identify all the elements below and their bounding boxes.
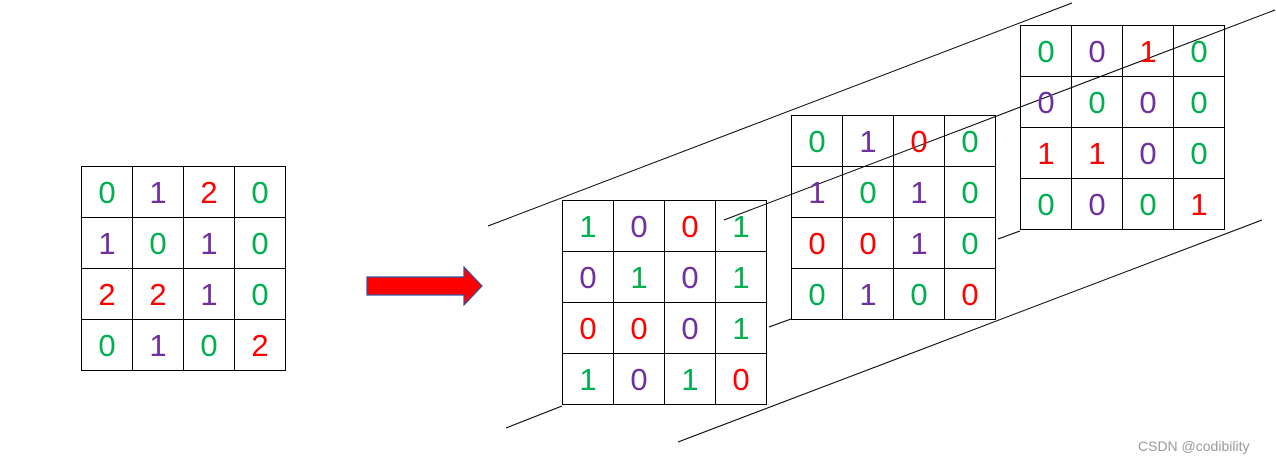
channel-matrix-2-cell-r1c1: 0 <box>1072 77 1123 128</box>
input-matrix-cell-r0c2: 2 <box>184 167 235 218</box>
input-matrix-cell-r2c1: 2 <box>133 269 184 320</box>
channel-matrix-0-cell-r2c1: 0 <box>614 303 665 354</box>
input-matrix-cell-r1c1: 0 <box>133 218 184 269</box>
channel-matrix-1-cell-r1c0: 1 <box>792 167 843 218</box>
channel-matrix-2-cell-r3c0: 0 <box>1021 179 1072 230</box>
channel-matrix-0-cell-r2c3: 1 <box>716 303 767 354</box>
channel-matrix-1-cell-r2c1: 0 <box>843 218 894 269</box>
channel-matrix-0-cell-r0c3: 1 <box>716 201 767 252</box>
input-matrix-cell-r1c2: 1 <box>184 218 235 269</box>
channel-matrix-1-cell-r1c3: 0 <box>945 167 996 218</box>
input-matrix-cell-r2c0: 2 <box>82 269 133 320</box>
input-matrix-cell-r2c3: 0 <box>235 269 286 320</box>
channel-matrix-1-cell-r0c3: 0 <box>945 116 996 167</box>
channel-matrix-1-cell-r3c0: 0 <box>792 269 843 320</box>
channel-matrix-1-cell-r3c2: 0 <box>894 269 945 320</box>
channel-matrix-2-cell-r1c0: 0 <box>1021 77 1072 128</box>
channel-matrix-2-cell-r3c2: 0 <box>1123 179 1174 230</box>
channel-matrix-0-cell-r0c1: 0 <box>614 201 665 252</box>
input-matrix-cell-r3c0: 0 <box>82 320 133 371</box>
channel-matrix-0-cell-r2c0: 0 <box>563 303 614 354</box>
input-matrix-cell-r0c1: 1 <box>133 167 184 218</box>
channel-matrix-0-cell-r0c0: 1 <box>563 201 614 252</box>
channel-matrix-2-cell-r0c2: 1 <box>1123 26 1174 77</box>
perspective-line-bottom-inner-3 <box>997 230 1021 240</box>
channel-matrix-1-cell-r2c0: 0 <box>792 218 843 269</box>
channel-matrix-2-cell-r0c0: 0 <box>1021 26 1072 77</box>
channel-matrix-0-cell-r3c1: 0 <box>614 354 665 405</box>
channel-matrix-1-cell-r1c2: 1 <box>894 167 945 218</box>
channel-matrix-1-cell-r2c3: 0 <box>945 218 996 269</box>
channel-matrix-0-cell-r3c0: 1 <box>563 354 614 405</box>
channel-matrix-1-cell-r0c1: 1 <box>843 116 894 167</box>
channel-matrix-2-cell-r0c1: 0 <box>1072 26 1123 77</box>
input-matrix-cell-r1c0: 1 <box>82 218 133 269</box>
channel-matrix-1-cell-r3c3: 0 <box>945 269 996 320</box>
channel-matrix-0-cell-r2c2: 0 <box>665 303 716 354</box>
channel-matrix-0-cell-r1c3: 1 <box>716 252 767 303</box>
channel-matrix-2-cell-r2c2: 0 <box>1123 128 1174 179</box>
channel-matrix-2-cell-r1c3: 0 <box>1174 77 1225 128</box>
channel-matrix-0-cell-r0c2: 0 <box>665 201 716 252</box>
watermark: CSDN @codibility <box>1138 438 1250 454</box>
channel-matrix-2-cell-r2c3: 0 <box>1174 128 1225 179</box>
input-matrix-cell-r3c2: 0 <box>184 320 235 371</box>
perspective-line-bottom-inner-2 <box>768 318 792 328</box>
right-arrow-shape <box>366 266 483 306</box>
perspective-line-bottom-inner <box>505 405 563 429</box>
channel-matrix-2-cell-r0c3: 0 <box>1174 26 1225 77</box>
input-matrix-cell-r3c3: 2 <box>235 320 286 371</box>
channel-matrix-2-cell-r1c2: 0 <box>1123 77 1174 128</box>
channel-matrix-1-cell-r1c1: 0 <box>843 167 894 218</box>
channel-matrix-1-cell-r2c2: 1 <box>894 218 945 269</box>
input-matrix-cell-r0c3: 0 <box>235 167 286 218</box>
channel-matrix-2-cell-r3c3: 1 <box>1174 179 1225 230</box>
input-matrix-cell-r2c2: 1 <box>184 269 235 320</box>
channel-matrix-1-cell-r0c0: 0 <box>792 116 843 167</box>
channel-matrix-0-cell-r3c2: 1 <box>665 354 716 405</box>
input-matrix-cell-r0c0: 0 <box>82 167 133 218</box>
perspective-line-bottom-outer <box>677 219 1263 443</box>
channel-matrix-0-cell-r1c0: 0 <box>563 252 614 303</box>
right-arrow-icon <box>366 266 483 306</box>
input-matrix-cell-r3c1: 1 <box>133 320 184 371</box>
channel-matrix-2-cell-r3c1: 0 <box>1072 179 1123 230</box>
perspective-line-top-inner <box>723 9 1276 221</box>
channel-matrix-2-cell-r2c0: 1 <box>1021 128 1072 179</box>
channel-matrix-0-cell-r1c1: 1 <box>614 252 665 303</box>
channel-matrix-1-cell-r3c1: 1 <box>843 269 894 320</box>
channel-matrix-1-cell-r0c2: 0 <box>894 116 945 167</box>
input-matrix-cell-r1c3: 0 <box>235 218 286 269</box>
channel-matrix-0-cell-r3c3: 0 <box>716 354 767 405</box>
perspective-line-top-outer <box>487 2 1073 227</box>
channel-matrix-0-cell-r1c2: 0 <box>665 252 716 303</box>
channel-matrix-2-cell-r2c1: 1 <box>1072 128 1123 179</box>
